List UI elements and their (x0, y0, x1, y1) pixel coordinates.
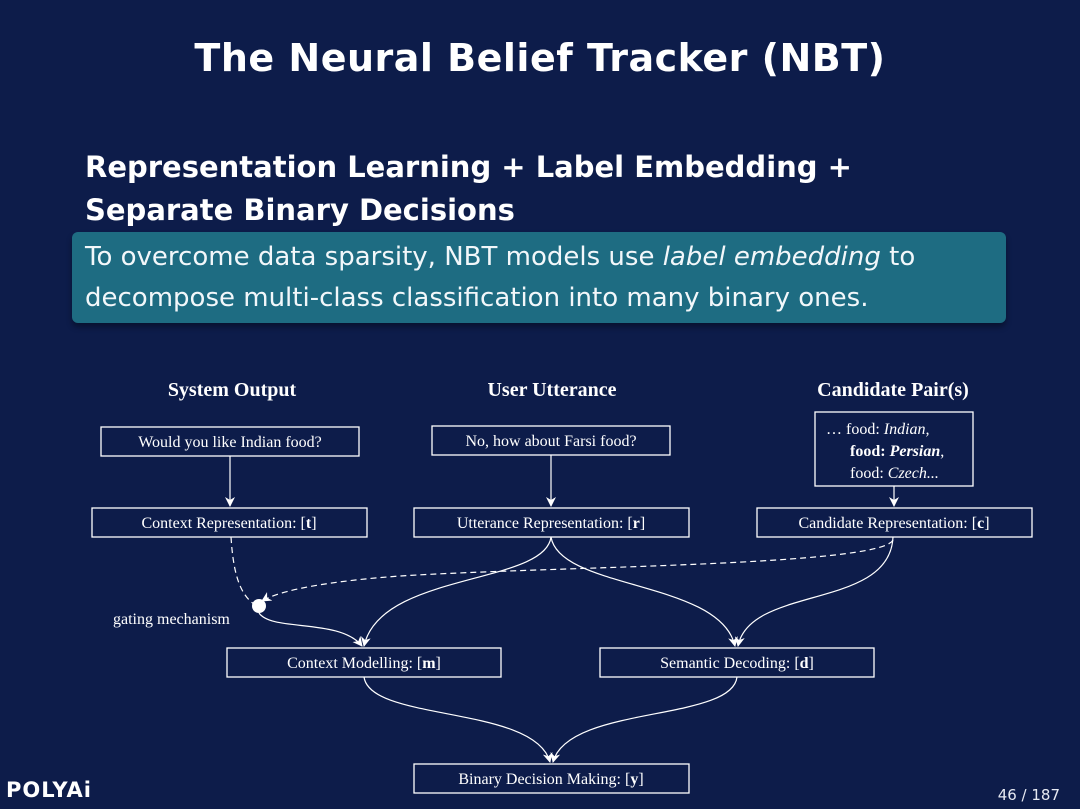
utterance-rep-label: Utterance Representation: (457, 515, 628, 532)
semantic-decoding-box: Semantic Decoding: [d] (599, 647, 875, 678)
gating-node (252, 599, 266, 613)
system-output-text: Would you like Indian food? (138, 434, 322, 451)
candidate-1-prefix: … food: (826, 421, 884, 438)
candidate-representation-box: Candidate Representation: [c] (756, 507, 1033, 538)
context-modelling-var: m (422, 655, 436, 672)
callout-text-after: to (880, 242, 916, 272)
candidate-rep-var: c (977, 515, 984, 532)
header-user-utterance: User Utterance (487, 379, 616, 401)
candidate-2-suffix: , (940, 443, 944, 460)
callout-line-1: To overcome data sparsity, NBT models us… (85, 237, 915, 278)
candidate-line-2: food: Persian, (850, 443, 944, 460)
header-candidate-pairs: Candidate Pair(s) (817, 379, 969, 401)
user-utterance-text: No, how about Farsi food? (465, 433, 636, 450)
context-modelling-box: Context Modelling: [m] (226, 647, 502, 678)
candidate-2-value: Persian (889, 443, 941, 460)
context-modelling-text: Context Modelling: [m] (287, 655, 441, 672)
candidate-pairs-box: … food: Indian, food: Persian, food: Cze… (814, 411, 974, 487)
candidate-2-prefix: food: (850, 443, 890, 460)
dashed-context-to-gate (230, 536, 255, 605)
page-number: 46 / 187 (997, 786, 1060, 804)
heading-line-2: Separate Binary Decisions (85, 193, 515, 227)
callout-text: To overcome data sparsity, NBT models us… (85, 237, 915, 319)
callout-emphasis: label embedding (662, 242, 881, 272)
candidate-rep-label: Candidate Representation: (798, 515, 971, 532)
candidate-line-3: food: Czech... (850, 465, 939, 482)
utterance-rep-var: r (633, 515, 640, 532)
curve-context-modelling-to-binary (363, 676, 553, 763)
curve-semantic-decoding-to-binary (550, 676, 738, 763)
semantic-decoding-var: d (800, 655, 809, 672)
context-representation-text: Context Representation: [t] (141, 515, 316, 532)
user-utterance-box: No, how about Farsi food? (431, 425, 671, 456)
curve-utterance-to-semantic-decoding (550, 536, 738, 647)
semantic-decoding-label: Semantic Decoding: (660, 655, 794, 672)
dashed-candidate-to-gate (261, 539, 894, 602)
binary-decision-box: Binary Decision Making: [y] (413, 763, 690, 794)
binary-decision-label: Binary Decision Making: (458, 771, 625, 788)
callout-box: To overcome data sparsity, NBT models us… (72, 232, 1006, 323)
semantic-decoding-text: Semantic Decoding: [d] (660, 655, 814, 672)
polyai-logo: POLYAi (6, 778, 93, 802)
section-heading: Representation Learning + Label Embeddin… (85, 146, 852, 232)
curve-utterance-to-context-modelling (361, 536, 552, 647)
header-system-output: System Output (168, 379, 297, 401)
utterance-representation-text: Utterance Representation: [r] (457, 515, 645, 532)
binary-decision-text: Binary Decision Making: [y] (458, 771, 643, 788)
context-modelling-label: Context Modelling: (287, 655, 417, 672)
callout-text-before: To overcome data sparsity, NBT models us… (85, 242, 663, 272)
candidate-line-1: … food: Indian, (826, 421, 930, 438)
curve-candidate-to-semantic-decoding (734, 536, 894, 647)
slide-title: The Neural Belief Tracker (NBT) (194, 36, 886, 80)
candidate-representation-text: Candidate Representation: [c] (798, 515, 989, 532)
gating-label: gating mechanism (113, 611, 230, 628)
binary-decision-var: y (630, 771, 638, 788)
candidate-3-prefix: food: (850, 465, 888, 482)
context-representation-box: Context Representation: [t] (91, 507, 368, 538)
utterance-representation-box: Utterance Representation: [r] (413, 507, 690, 538)
candidate-1-value: Indian, (883, 421, 930, 438)
candidate-3-value: Czech... (888, 465, 939, 482)
context-rep-label: Context Representation: (141, 515, 300, 532)
heading-line-1: Representation Learning + Label Embeddin… (85, 150, 852, 184)
system-output-box: Would you like Indian food? (100, 426, 360, 457)
callout-line-2: decompose multi-class classification int… (85, 283, 869, 313)
curve-gate-to-context-modelling (258, 612, 363, 647)
context-rep-var: t (306, 515, 312, 532)
